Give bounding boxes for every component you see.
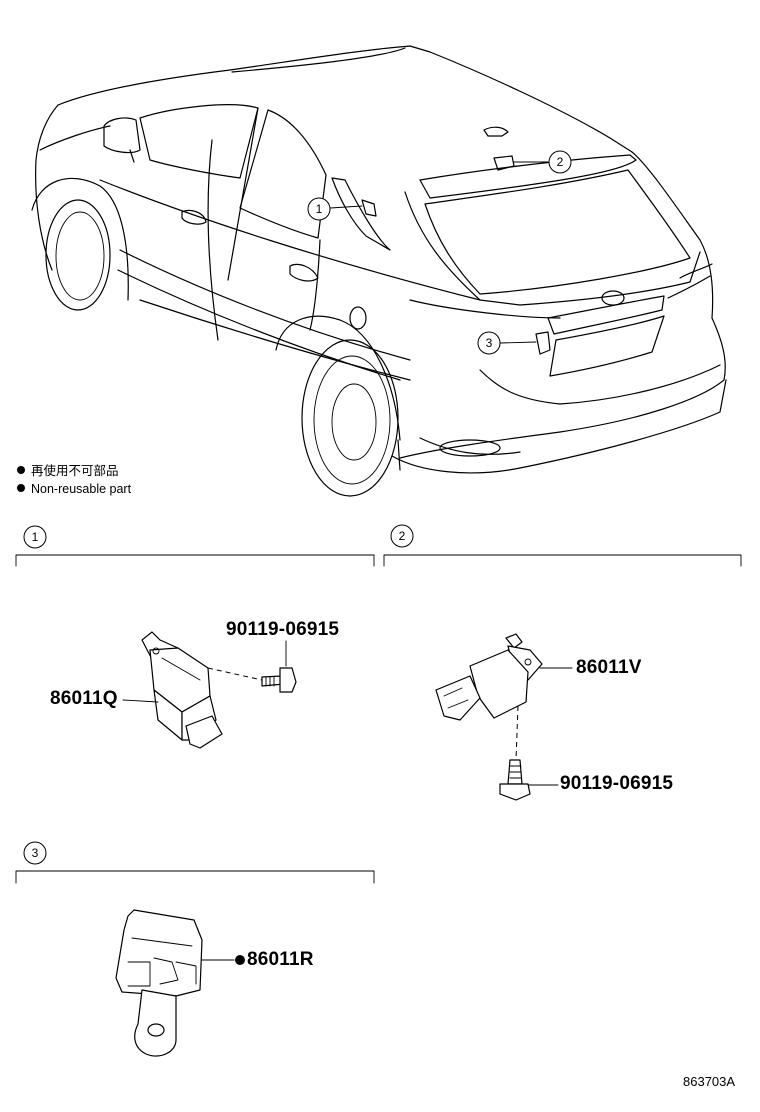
section-3-number: 3 bbox=[31, 846, 39, 860]
bullet-icon bbox=[17, 466, 25, 474]
section-frames bbox=[15, 524, 742, 884]
callout-2: 2 bbox=[556, 155, 564, 169]
callout-3: 3 bbox=[485, 336, 493, 350]
legend: 再使用不可部品 Non-reusable part bbox=[17, 462, 131, 498]
callout-1: 1 bbox=[315, 202, 323, 216]
part-label-86011V: 86011V bbox=[576, 657, 642, 678]
part-label-86011R: 86011R bbox=[247, 949, 314, 970]
legend-jp-row: 再使用不可部品 bbox=[17, 462, 131, 480]
part-label-86011Q: 86011Q bbox=[50, 688, 118, 709]
sensor-86011Q-drawing bbox=[122, 631, 297, 749]
legend-jp-text: 再使用不可部品 bbox=[31, 464, 119, 478]
part-label-bolt-1: 90119-06915 bbox=[226, 619, 340, 640]
vehicle-illustration bbox=[31, 45, 727, 497]
drawing-code: 863703A bbox=[683, 1074, 736, 1089]
non-reusable-mark bbox=[235, 955, 245, 965]
section-1-number: 1 bbox=[31, 530, 39, 544]
section-2-number: 2 bbox=[398, 529, 406, 543]
legend-en-text: Non-reusable part bbox=[31, 482, 132, 496]
sensor-86011V-drawing bbox=[435, 633, 573, 801]
part-label-bolt-2: 90119-06915 bbox=[560, 773, 674, 794]
bullet-icon bbox=[17, 484, 25, 492]
legend-en-row: Non-reusable part bbox=[17, 480, 131, 498]
sensor-86011R-drawing bbox=[115, 909, 245, 1057]
